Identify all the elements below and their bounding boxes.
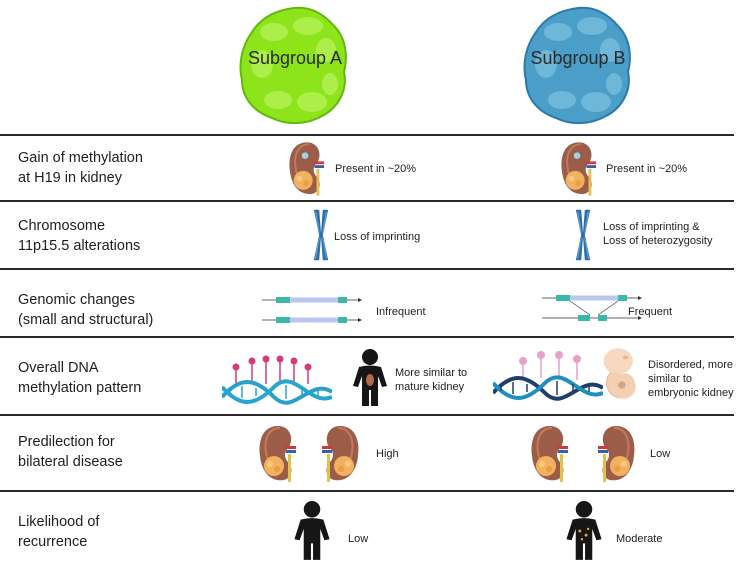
row1-subgroup-a-value: Present in ~20% <box>335 163 417 175</box>
kidney-icon <box>288 140 326 198</box>
row3-subgroup-a-value: Infrequent <box>376 306 426 318</box>
subgroup-a-label: Subgroup A <box>247 48 343 68</box>
dna-methylation-icon <box>493 348 603 403</box>
kidney-icon <box>258 424 298 484</box>
chromosome-icon <box>574 207 592 263</box>
genome-icon <box>262 295 362 325</box>
subgroup-a-tumor-icon <box>239 6 347 124</box>
divider <box>0 200 734 202</box>
row2-subgroup-a-value: Loss of imprinting <box>334 231 421 243</box>
row6-subgroup-b-value: Moderate <box>616 533 663 545</box>
divider <box>0 490 734 492</box>
row-label-genomic-changes: Genomic changes(small and structural) <box>18 292 154 328</box>
row1-subgroup-b-value: Present in ~20% <box>606 163 688 175</box>
kidney-icon <box>596 424 636 484</box>
chromosome-icon <box>312 207 330 263</box>
person-icon <box>290 500 334 562</box>
person-recurrence-icon <box>562 500 606 562</box>
divider <box>0 414 734 416</box>
divider <box>0 268 734 270</box>
row2-subgroup-b-value: Loss of imprinting &Loss of heterozygosi… <box>603 221 713 247</box>
divider <box>0 134 734 136</box>
kidney-icon <box>530 424 570 484</box>
dna-methylation-icon <box>222 352 332 407</box>
subgroup-b-tumor-icon <box>523 6 631 124</box>
divider <box>0 336 734 338</box>
kidney-icon <box>560 140 598 198</box>
person-kidney-icon <box>350 348 390 408</box>
row3-subgroup-b-value: Frequent <box>628 306 673 318</box>
row5-subgroup-a-value: High <box>376 448 399 460</box>
kidney-icon <box>320 424 360 484</box>
row5-subgroup-b-value: Low <box>650 448 671 460</box>
row6-subgroup-a-value: Low <box>348 533 369 545</box>
genome-structural-variant-icon <box>542 293 642 323</box>
embryo-icon <box>598 344 644 404</box>
subgroup-b-label: Subgroup B <box>530 48 626 68</box>
